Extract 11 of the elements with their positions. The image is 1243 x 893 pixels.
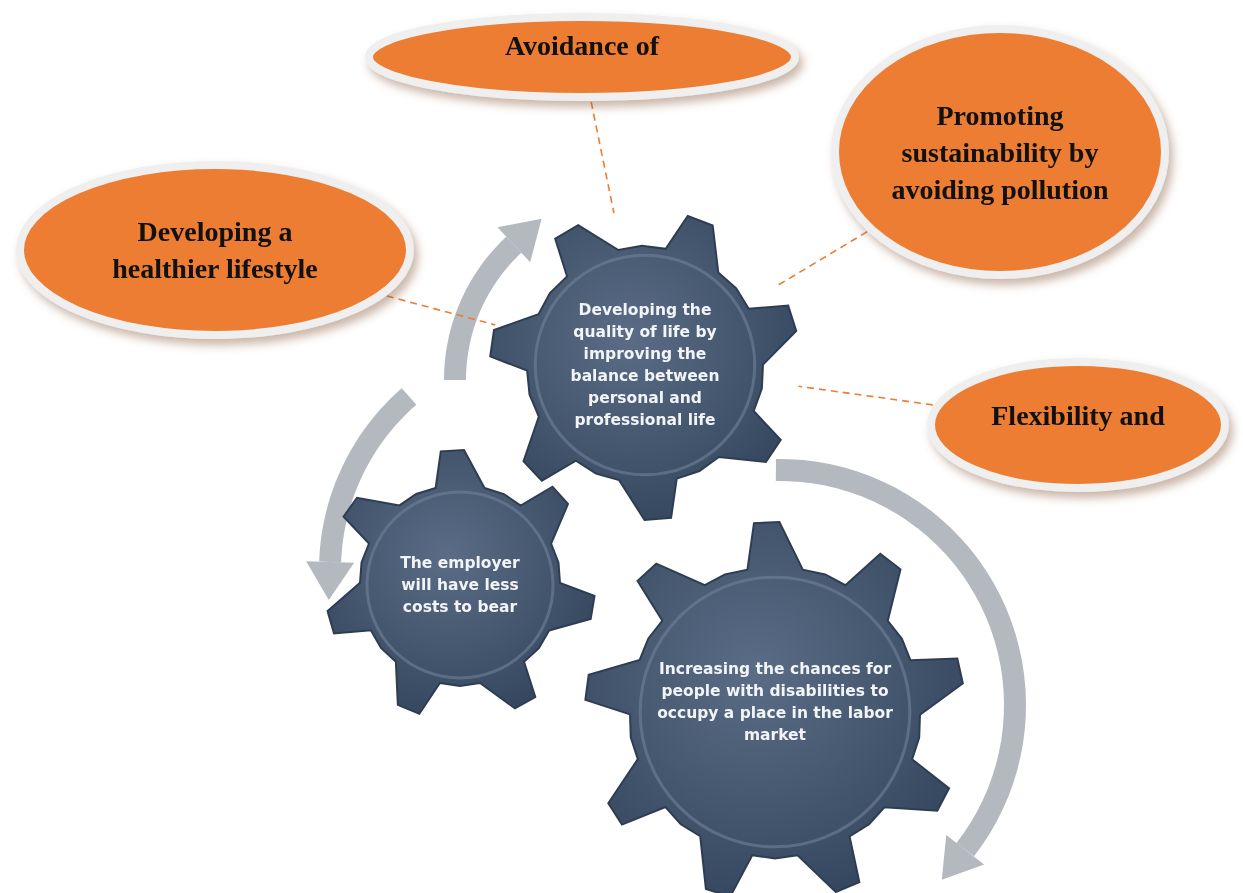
leader-line	[797, 385, 934, 406]
gear-text: The employer will have less costs to bear	[400, 553, 520, 618]
leader-line	[777, 230, 868, 287]
gear-text: Developing the quality of life by improving the balance between personal and professional life	[569, 300, 721, 431]
leader-line	[590, 101, 615, 214]
callout-text: Avoidance of	[504, 28, 660, 63]
callout-text: Flexibility and	[991, 398, 1165, 433]
callout-text: Developing a healthier lifestyle	[111, 215, 319, 286]
callout-text: Promoting sustainability by avoiding pollution	[890, 98, 1110, 207]
gear-text: Increasing the chances for people with disabilities to occupy a place in the labor market	[656, 659, 894, 746]
leader-line	[386, 295, 497, 326]
